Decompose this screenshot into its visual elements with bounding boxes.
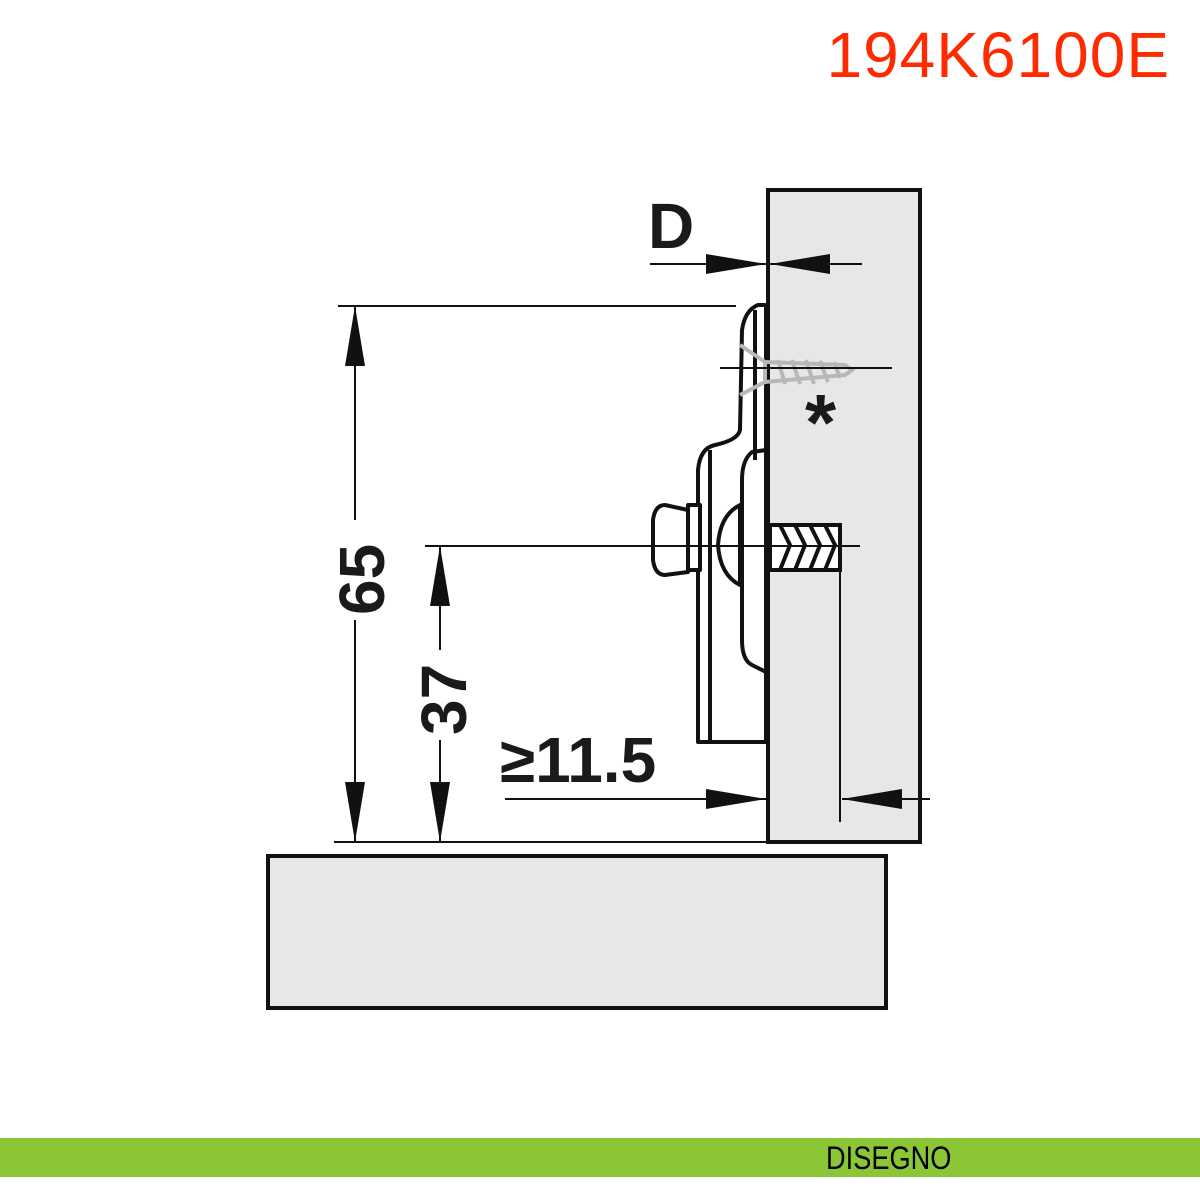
note-asterisk: * bbox=[805, 378, 837, 467]
dimension-d-label: D bbox=[648, 190, 694, 262]
center-lines bbox=[425, 367, 892, 822]
dimension-65-label: 65 bbox=[326, 544, 398, 615]
dimension-11-5-label: ≥11.5 bbox=[500, 724, 656, 796]
product-code: 194K6100E bbox=[826, 19, 1170, 91]
side-panel bbox=[766, 188, 922, 844]
wood-screw bbox=[738, 343, 856, 397]
mounting-plate bbox=[651, 303, 768, 744]
dimension-37-label: 37 bbox=[408, 664, 480, 735]
door-panel bbox=[266, 854, 888, 1010]
expansion-dowel bbox=[768, 523, 842, 572]
section-label: DISEGNO bbox=[826, 1140, 952, 1176]
dimension-65 bbox=[334, 305, 766, 843]
section-bar: DISEGNO bbox=[0, 1138, 1200, 1177]
